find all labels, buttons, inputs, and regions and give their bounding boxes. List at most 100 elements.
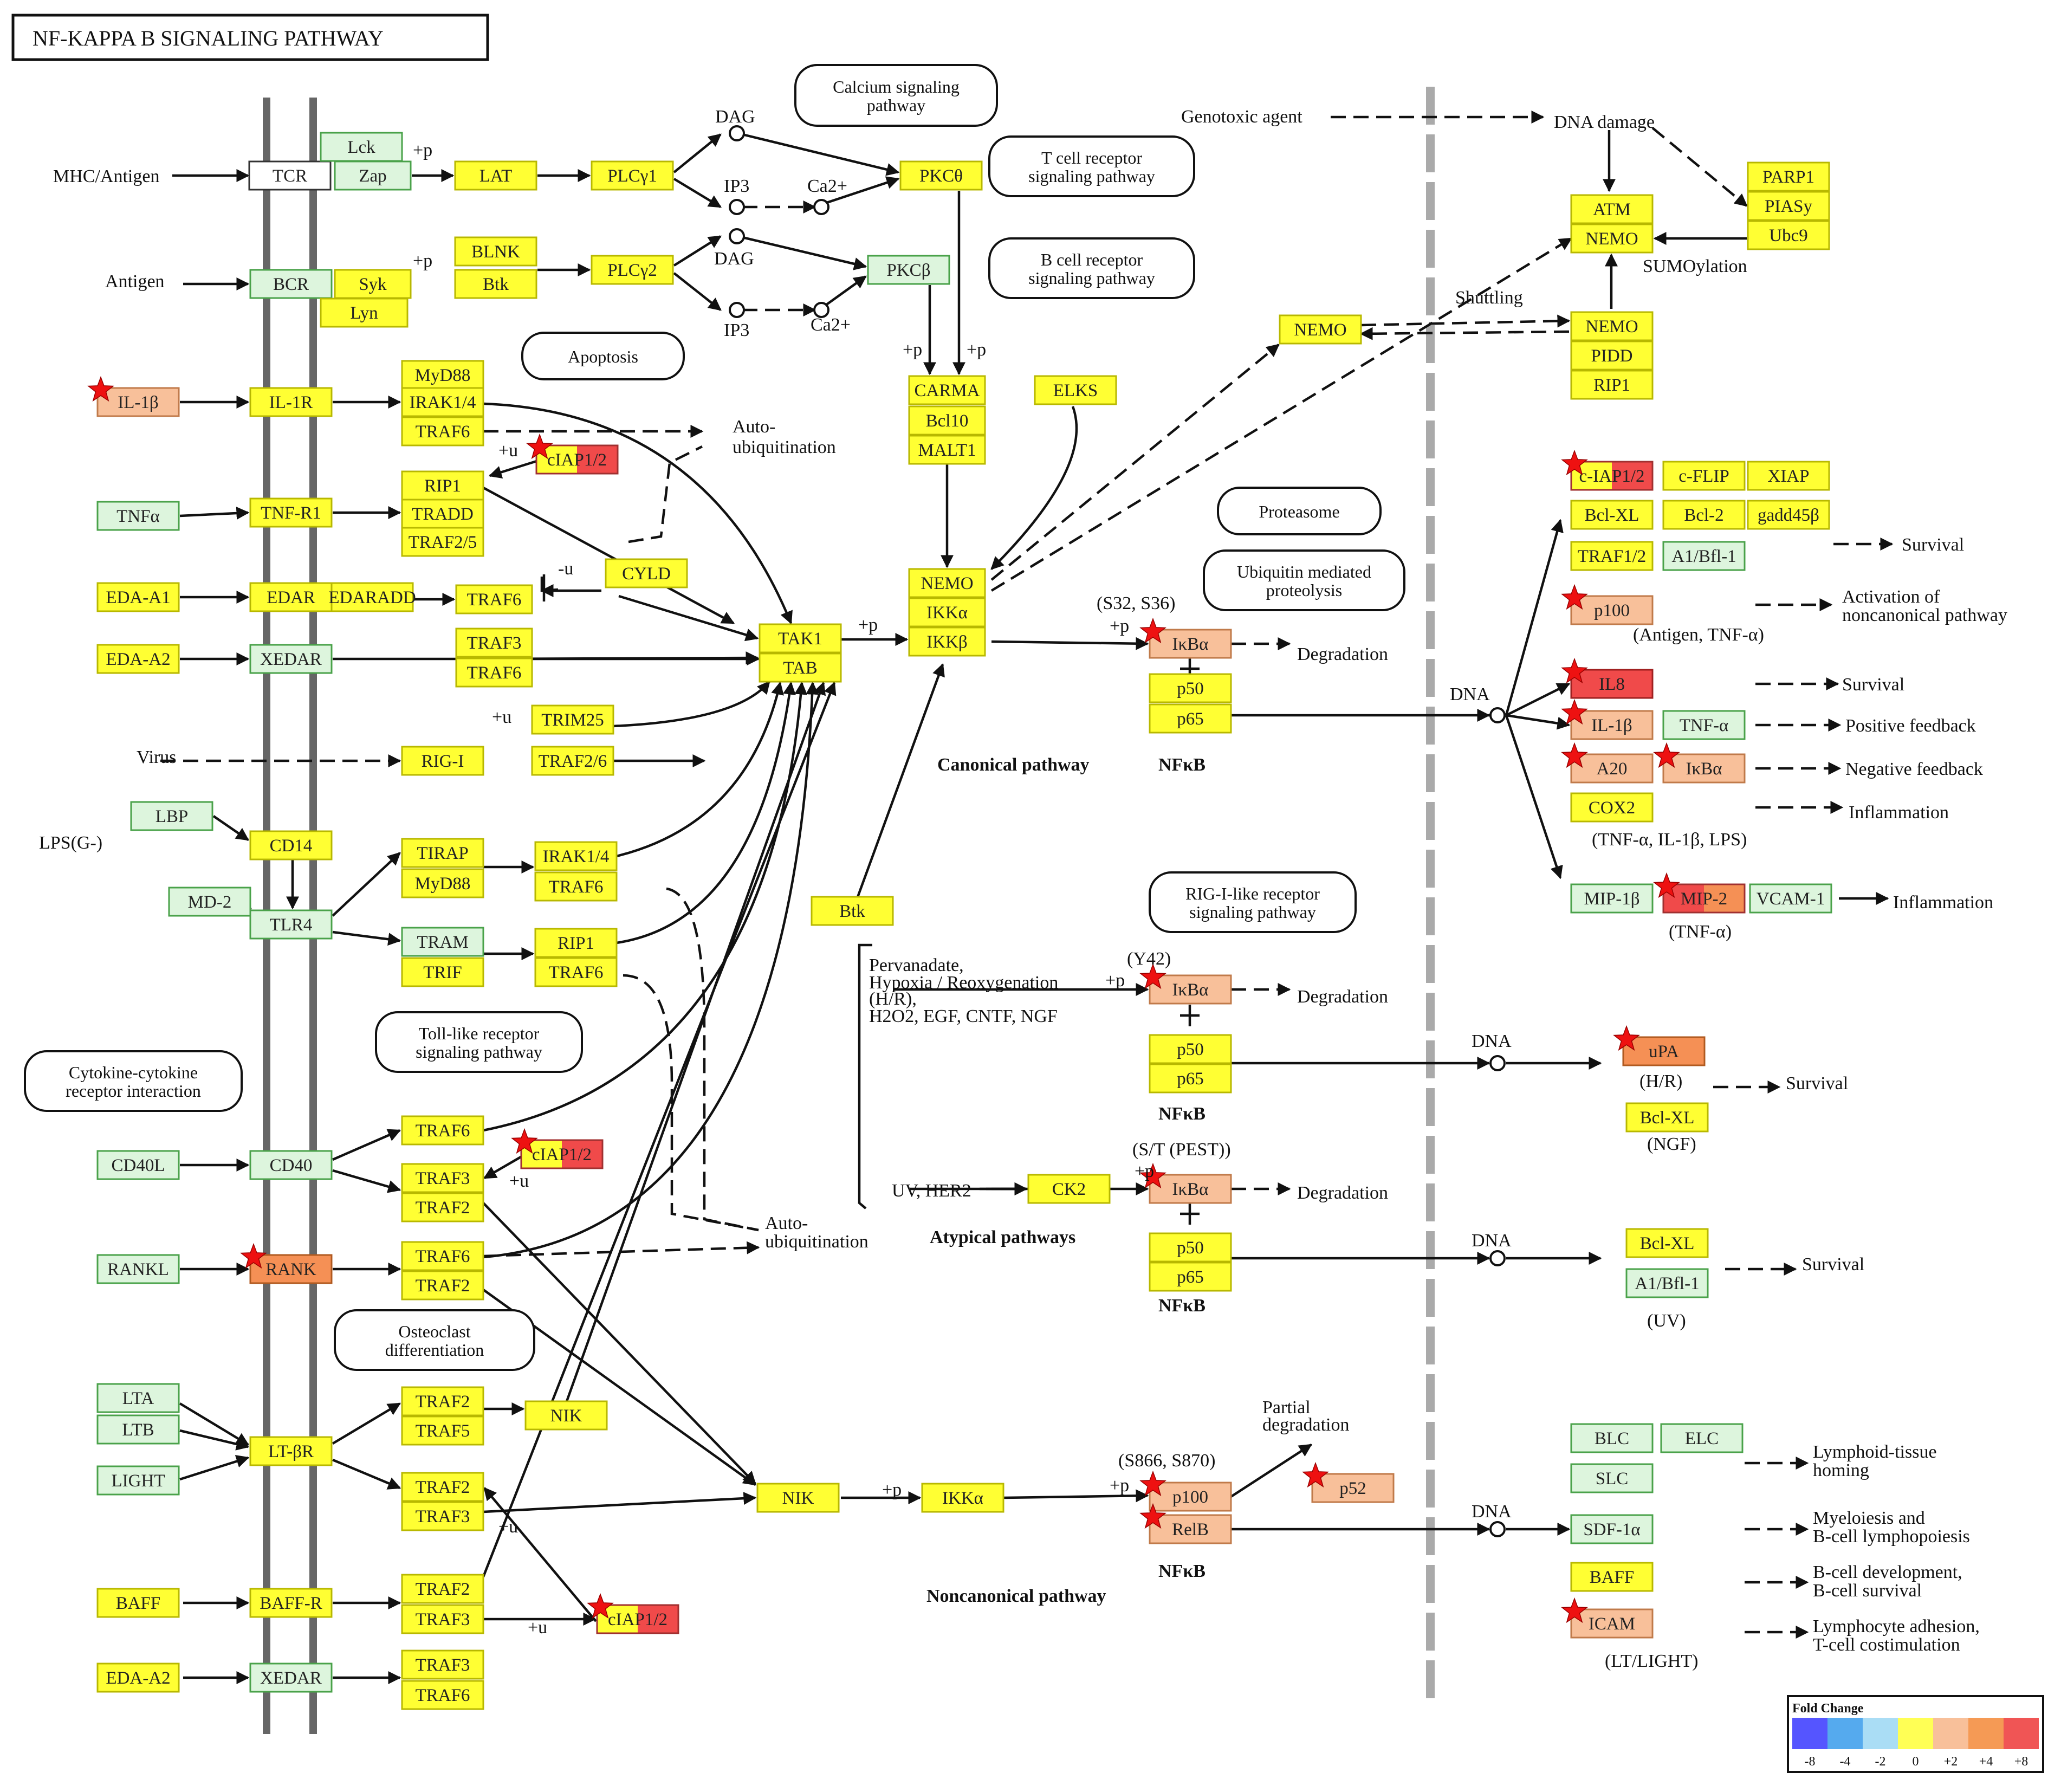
label-p: +p <box>858 615 878 635</box>
node-label: TRAF2 <box>416 1478 470 1497</box>
node-label: RIP1 <box>1593 376 1630 395</box>
label-ubiquitination: ubiquitination <box>765 1232 869 1252</box>
node-label: SLC <box>1596 1469 1629 1489</box>
node-label: TRAF3 <box>416 1507 470 1526</box>
node-label: NIK <box>550 1406 582 1426</box>
node-label: IKKβ <box>926 632 967 652</box>
node-label: TAK1 <box>778 629 822 649</box>
node-ikk: IKKα <box>921 1483 1004 1513</box>
node-label: IL-1β <box>118 393 158 412</box>
star-icon <box>1561 449 1588 476</box>
label-degradation: Degradation <box>1297 644 1388 664</box>
pathway-label: B cell receptor <box>1041 250 1143 269</box>
star-icon <box>1139 617 1166 644</box>
node-zap: Zap <box>334 160 412 191</box>
node-label: MIP-2 <box>1681 889 1727 909</box>
node-label: TRAM <box>417 933 468 952</box>
star-icon <box>1561 698 1588 725</box>
label-homing: homing <box>1813 1460 1869 1480</box>
node-label: TRAF2 <box>416 1580 470 1599</box>
node-eda-a1: EDA-A1 <box>96 582 180 612</box>
legend-title: Fold Change <box>1792 1702 1864 1716</box>
node-p100: p100 <box>1561 584 1654 625</box>
star-icon <box>1139 963 1166 989</box>
label-shuttling: Shuttling <box>1455 288 1523 308</box>
label-positive-feedback: Positive feedback <box>1845 716 1976 736</box>
node-label: TRAF6 <box>467 590 522 610</box>
node-label: CD40L <box>112 1156 165 1175</box>
label-canonical-pathway: Canonical pathway <box>937 755 1090 775</box>
label-lps-g: LPS(G-) <box>39 833 102 853</box>
pathway-label: receptor interaction <box>66 1081 201 1101</box>
node-label: MyD88 <box>415 874 471 894</box>
node-label: c-FLIP <box>1678 467 1729 486</box>
node-lta: LTA <box>96 1383 180 1413</box>
node-label: PIDD <box>1591 346 1632 366</box>
star-icon <box>1561 742 1588 768</box>
node-label: p65 <box>1177 1069 1204 1089</box>
label-s866-s870: (S866, S870) <box>1118 1451 1215 1471</box>
node-label: TRAF6 <box>467 663 522 683</box>
pathway-apoptosis[interactable]: Apoptosis <box>521 332 685 380</box>
label-p: +p <box>413 140 432 160</box>
node-ciap1-2: cIAP1/2 <box>587 1593 679 1634</box>
node-baff: BAFF <box>96 1588 180 1618</box>
pathway-label: Proteasome <box>1259 502 1339 521</box>
node-label: PLCγ2 <box>607 261 657 280</box>
node-bcr: BCR <box>249 269 333 299</box>
pathway-proteasome[interactable]: Proteasome <box>1217 487 1382 535</box>
node-label: p52 <box>1339 1479 1366 1498</box>
label-inflammation: Inflammation <box>1849 803 1949 823</box>
label-myeloiesis-and: Myeloiesis and <box>1813 1508 1925 1528</box>
star-icon <box>526 433 553 460</box>
node-trim25: TRIM25 <box>531 704 614 735</box>
node-label: cIAP1/2 <box>608 1610 667 1629</box>
node-label: LT-βR <box>268 1442 314 1461</box>
node-atm: ATM <box>1570 194 1654 224</box>
node-traf3: TRAF3 <box>401 1649 484 1680</box>
node-label: p65 <box>1177 1267 1204 1287</box>
node-label: LAT <box>479 166 513 186</box>
node-il8: IL8 <box>1561 657 1654 699</box>
node-label: TLR4 <box>270 915 313 935</box>
node-label: A20 <box>1597 759 1628 779</box>
node-eda-a2: EDA-A2 <box>96 1662 180 1693</box>
node-label: c-IAP1/2 <box>1579 467 1645 486</box>
label-ca2: Ca2+ <box>807 176 847 196</box>
node-traf3: TRAF3 <box>401 1501 484 1531</box>
node-traf6: TRAF6 <box>401 1241 484 1271</box>
node-a1-bfl-1: A1/Bfl-1 <box>1662 541 1746 571</box>
label-p: +p <box>903 340 922 360</box>
pathway-label: Cytokine-cytokine <box>69 1063 198 1082</box>
label-dna: DNA <box>1450 684 1490 704</box>
node-label: TRAF6 <box>416 422 470 442</box>
node-p50: p50 <box>1149 1232 1232 1263</box>
node-lat: LAT <box>454 160 537 191</box>
node-tnf: TNF-α <box>1662 710 1746 740</box>
node-trif: TRIF <box>401 957 484 987</box>
label-p: +p <box>1110 1476 1129 1496</box>
node-label: TRAF1/2 <box>1578 547 1647 566</box>
pathway-label: Toll-like receptor <box>419 1024 540 1043</box>
node-tradd: TRADD <box>401 499 484 529</box>
node-nik: NIK <box>524 1400 608 1431</box>
node-rankl: RANKL <box>96 1254 180 1284</box>
node-bcl10: Bcl10 <box>908 405 986 436</box>
node-blnk: BLNK <box>454 236 537 267</box>
node-ciap1-2: cIAP1/2 <box>526 433 619 475</box>
node-p65: p65 <box>1149 703 1232 734</box>
node-tram: TRAM <box>401 927 484 957</box>
node-label: LTA <box>122 1389 154 1408</box>
node-label: Btk <box>483 275 509 294</box>
pathway-label: signaling pathway <box>1028 166 1155 186</box>
node-label: NIK <box>782 1489 814 1508</box>
node-lbp: LBP <box>130 801 213 831</box>
